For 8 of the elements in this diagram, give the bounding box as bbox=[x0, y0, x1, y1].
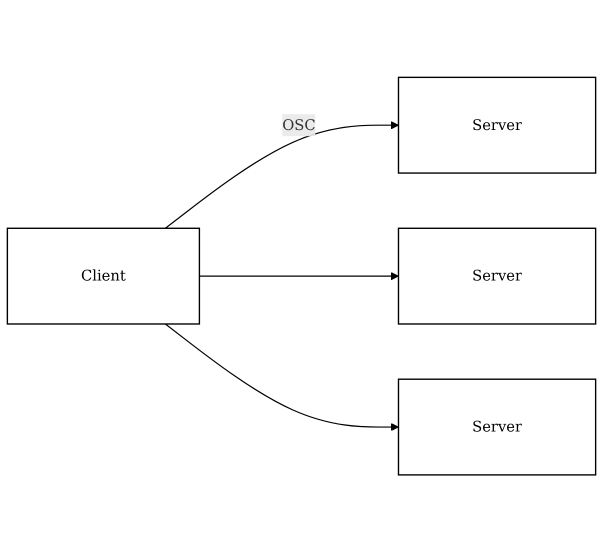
arrow bbox=[165, 324, 399, 432]
node-box: Server bbox=[398, 378, 596, 476]
node-box: Server bbox=[398, 228, 596, 326]
node-box: Client bbox=[6, 228, 200, 326]
arrow bbox=[199, 272, 399, 281]
node-box: Server bbox=[398, 77, 596, 174]
edge-label: OSC bbox=[282, 116, 316, 134]
arrow bbox=[165, 122, 399, 230]
